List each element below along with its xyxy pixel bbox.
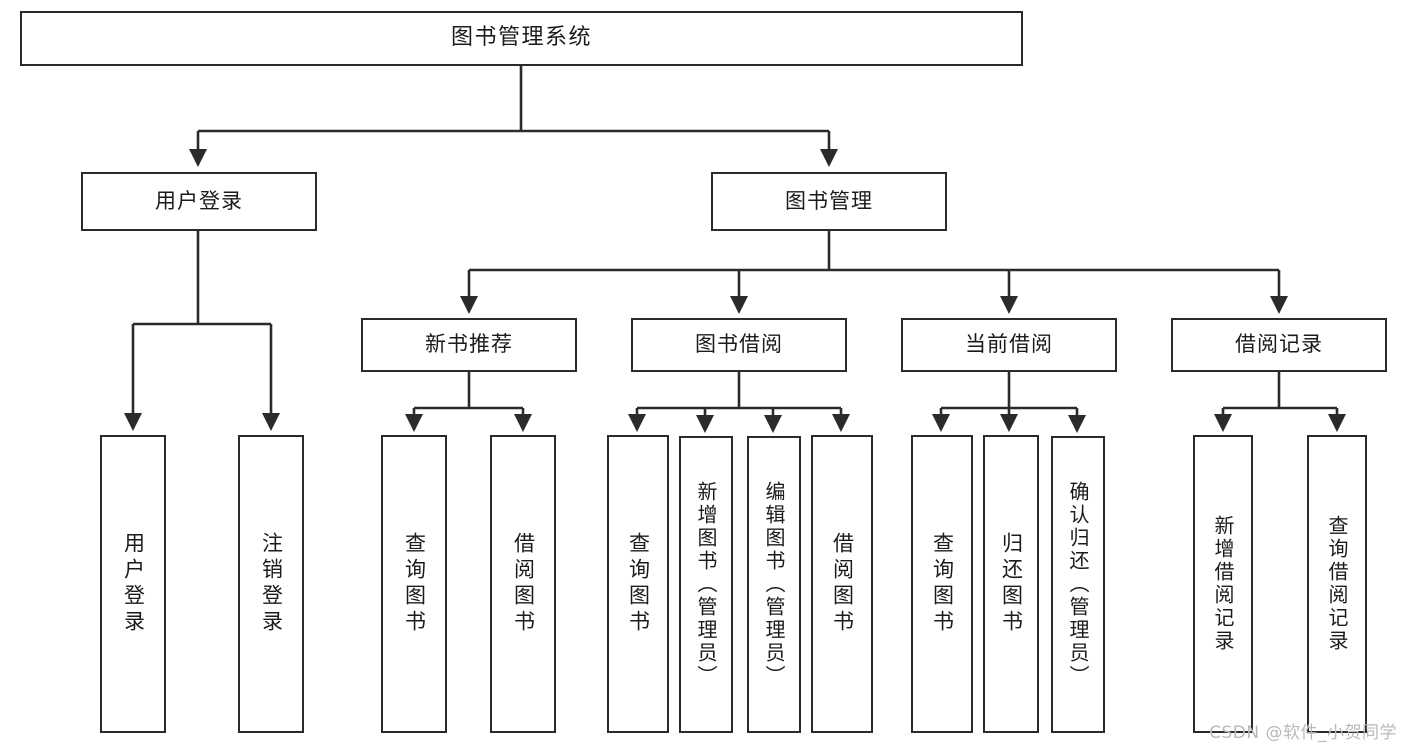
node-book-manage[interactable]: 图书管理 xyxy=(711,172,947,231)
node-leaf-edit-book[interactable]: 编辑图书（管理员） xyxy=(747,436,801,733)
node-leaf-query-book-3-label: 查询图书 xyxy=(930,532,955,636)
node-new-book-recommend[interactable]: 新书推荐 xyxy=(361,318,577,372)
node-leaf-return-book[interactable]: 归还图书 xyxy=(983,435,1039,733)
node-leaf-query-record-label: 查询借阅记录 xyxy=(1325,515,1349,653)
node-leaf-user-login[interactable]: 用户登录 xyxy=(100,435,166,733)
node-leaf-add-book[interactable]: 新增图书（管理员） xyxy=(679,436,733,733)
node-book-borrow-label: 图书借阅 xyxy=(695,332,783,357)
node-leaf-borrow-book-2[interactable]: 借阅图书 xyxy=(811,435,873,733)
node-user-login[interactable]: 用户登录 xyxy=(81,172,317,231)
node-user-login-label: 用户登录 xyxy=(155,188,243,213)
node-root-label: 图书管理系统 xyxy=(450,25,592,51)
node-leaf-query-book-1-label: 查询图书 xyxy=(402,532,427,636)
node-leaf-user-login-label: 用户登录 xyxy=(121,532,146,636)
node-leaf-confirm-return-label: 确认归还（管理员） xyxy=(1066,481,1090,688)
node-leaf-query-book-3[interactable]: 查询图书 xyxy=(911,435,973,733)
node-new-book-recommend-label: 新书推荐 xyxy=(425,332,513,357)
node-leaf-add-record[interactable]: 新增借阅记录 xyxy=(1193,435,1253,733)
node-leaf-add-book-label: 新增图书（管理员） xyxy=(694,481,718,688)
node-leaf-add-record-label: 新增借阅记录 xyxy=(1211,515,1235,653)
node-borrow-record-label: 借阅记录 xyxy=(1235,332,1323,357)
csdn-watermark: CSDN @软件_小贺同学 xyxy=(1209,723,1397,743)
node-leaf-logout-login-label: 注销登录 xyxy=(259,532,284,636)
node-leaf-query-book-2[interactable]: 查询图书 xyxy=(607,435,669,733)
node-leaf-borrow-book-1-label: 借阅图书 xyxy=(511,532,536,636)
node-leaf-query-book-1[interactable]: 查询图书 xyxy=(381,435,447,733)
node-book-manage-label: 图书管理 xyxy=(785,188,873,213)
node-leaf-confirm-return[interactable]: 确认归还（管理员） xyxy=(1051,436,1105,733)
node-leaf-return-book-label: 归还图书 xyxy=(999,532,1024,636)
node-borrow-record[interactable]: 借阅记录 xyxy=(1171,318,1387,372)
node-leaf-edit-book-label: 编辑图书（管理员） xyxy=(762,481,786,688)
node-leaf-query-record[interactable]: 查询借阅记录 xyxy=(1307,435,1367,733)
node-leaf-borrow-book-1[interactable]: 借阅图书 xyxy=(490,435,556,733)
node-book-borrow[interactable]: 图书借阅 xyxy=(631,318,847,372)
node-leaf-borrow-book-2-label: 借阅图书 xyxy=(830,532,855,636)
node-leaf-logout-login[interactable]: 注销登录 xyxy=(238,435,304,733)
node-current-borrow[interactable]: 当前借阅 xyxy=(901,318,1117,372)
node-current-borrow-label: 当前借阅 xyxy=(965,332,1053,357)
node-leaf-query-book-2-label: 查询图书 xyxy=(626,532,651,636)
node-root[interactable]: 图书管理系统 xyxy=(20,11,1023,66)
